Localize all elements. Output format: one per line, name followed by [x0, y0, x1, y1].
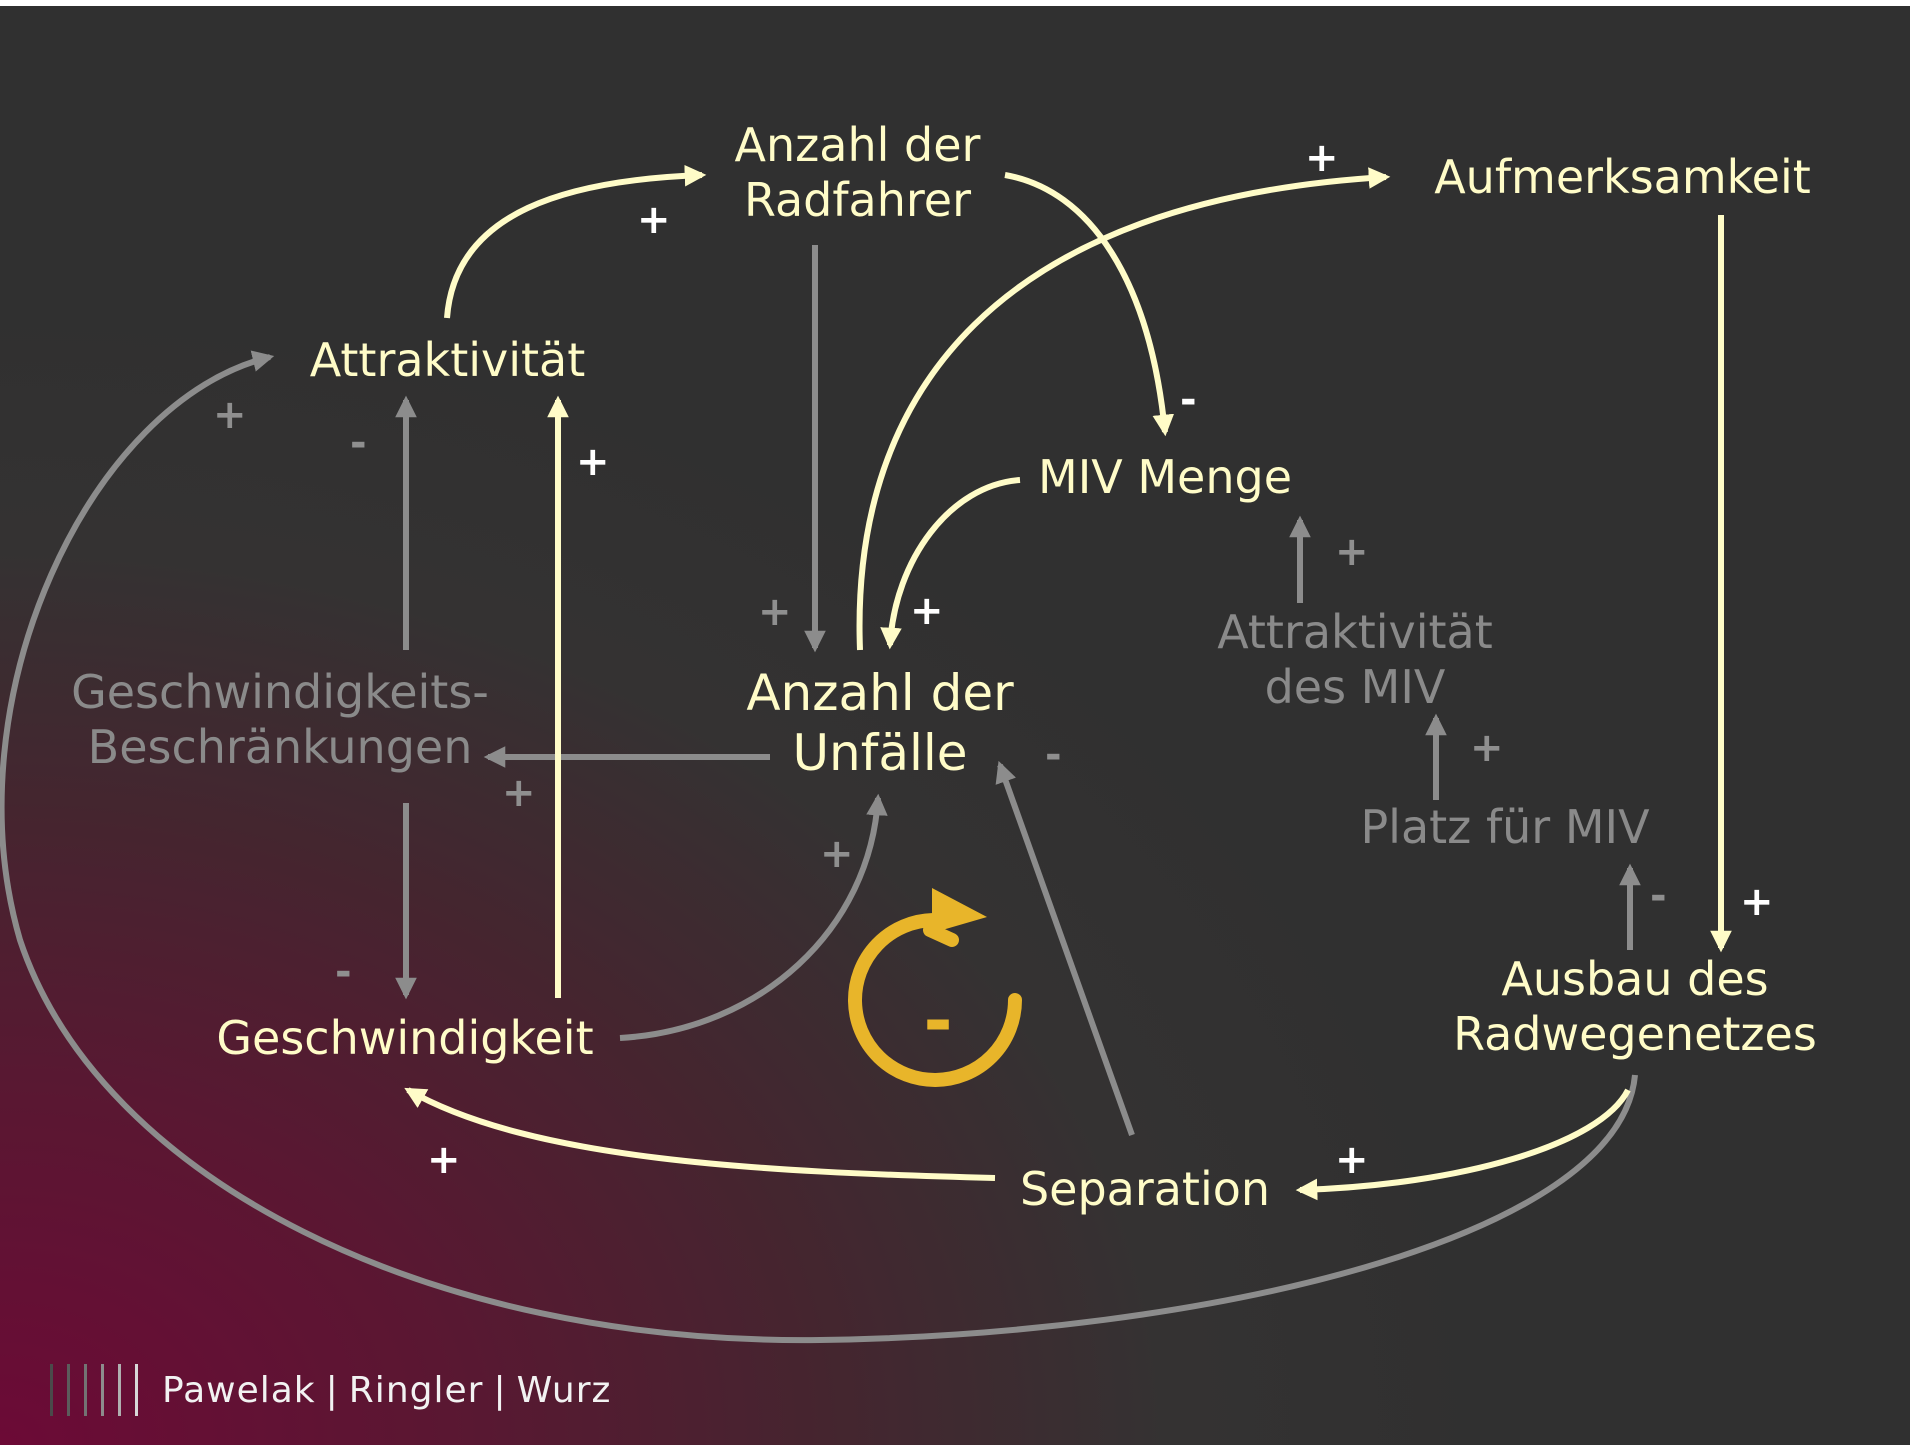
edge-ausbau-to-separation — [1295, 1088, 1631, 1201]
footer-bars-logo — [50, 1364, 138, 1416]
edge-separation-to-unfaelle — [995, 760, 1135, 1137]
node-anzahl-unfaelle-line2: Unfälle — [792, 724, 968, 782]
sign-beschraenkungen-geschwindigkeit: - — [335, 949, 352, 995]
sign-ausbau-separation: + — [1335, 1137, 1369, 1183]
sign-beschraenkungen-attraktivitaet: - — [350, 420, 367, 466]
sign-radfahrer-unfaelle: + — [758, 589, 792, 635]
sign-geschwindigkeit-unfaelle: + — [820, 831, 854, 877]
node-geschwindigkeit-label: Geschwindigkeit — [216, 1011, 594, 1065]
edge-attraktivitaet-to-radfahrer — [444, 164, 707, 319]
footer-authors: Pawelak|Ringler|Wurz — [162, 1370, 611, 1411]
footer-author-1: Pawelak — [162, 1369, 316, 1411]
sign-separation-unfaelle: - — [1045, 732, 1062, 778]
loop-sign: - — [923, 980, 952, 1062]
node-anzahl-unfaelle-line1: Anzahl der — [746, 664, 1014, 722]
node-platz-miv-label: Platz für MIV — [1360, 800, 1650, 854]
sign-geschwindigkeit-attraktivitaet: + — [576, 439, 610, 485]
edge-geschwindigkeit-to-unfaelle — [619, 793, 888, 1041]
node-anzahl-radfahrer: Anzahl der Radfahrer — [720, 118, 995, 228]
edge-separation-to-geschwindigkeit — [404, 1087, 996, 1181]
node-platz-miv: Platz für MIV — [1340, 800, 1670, 855]
node-attraktivitaet-miv-line1: Attraktivität — [1217, 605, 1493, 659]
node-geschwindigkeits-beschraenkungen: Geschwindigkeits- Beschränkungen — [55, 665, 505, 775]
edge-radfahrer-to-mivmenge — [1004, 172, 1175, 437]
sign-separation-geschwindigkeit: + — [427, 1137, 461, 1183]
footer: Pawelak|Ringler|Wurz — [50, 1362, 611, 1418]
sign-ausbau-platz: - — [1650, 873, 1667, 919]
sign-radfahrer-miv: - — [1180, 377, 1197, 423]
node-attraktivitaet-miv-line2: des MIV — [1264, 660, 1446, 715]
node-geschwindigkeit: Geschwindigkeit — [200, 1011, 610, 1066]
footer-author-2: Ringler — [348, 1369, 484, 1411]
sign-mivmenge-unfaelle: + — [910, 588, 944, 634]
sign-unfaelle-beschraenkungen: + — [502, 770, 536, 816]
sign-attr-radfahrer: + — [637, 197, 671, 243]
node-attraktivitaet-label: Attraktivität — [309, 333, 586, 387]
edge-unfaelle-to-aufmerksamkeit — [856, 167, 1391, 651]
node-attraktivitaet: Attraktivität — [285, 333, 610, 388]
sign-ausbau-attraktivitaet: + — [213, 392, 247, 438]
edge-ausbau-to-attraktivitaet — [0, 350, 1638, 1344]
node-attraktivitaet-miv: Attraktivität des MIV — [1200, 605, 1510, 715]
node-aufmerksamkeit: Aufmerksamkeit — [1420, 150, 1825, 205]
node-anzahl-unfaelle: Anzahl der Unfälle — [730, 663, 1030, 783]
node-ausbau-line2: Radwegenetzes — [1453, 1007, 1817, 1062]
sign-attrmiv-mivmenge: + — [1335, 529, 1369, 575]
balancing-loop-icon: - — [848, 888, 1022, 1087]
node-anzahl-radfahrer-line2: Radfahrer — [744, 173, 971, 228]
node-anzahl-radfahrer-line1: Anzahl der — [734, 118, 981, 172]
node-separation-label: Separation — [1019, 1162, 1271, 1216]
node-ausbau-radwegenetz: Ausbau des Radwegenetzes — [1435, 952, 1835, 1062]
footer-separator-2: | — [493, 1369, 507, 1411]
node-ausbau-line1: Ausbau des — [1501, 952, 1769, 1006]
node-miv-menge: MIV Menge — [1025, 450, 1305, 505]
edge-mivmenge-to-unfaelle — [880, 477, 1021, 650]
node-aufmerksamkeit-label: Aufmerksamkeit — [1434, 150, 1811, 204]
footer-author-3: Wurz — [516, 1369, 612, 1411]
sign-aufmerksamkeit-ausbau: + — [1740, 879, 1774, 925]
sign-platz-attrmiv: + — [1470, 725, 1504, 771]
node-beschraenkungen-line1: Geschwindigkeits- — [71, 665, 489, 719]
node-separation: Separation — [1010, 1162, 1280, 1217]
node-miv-menge-label: MIV Menge — [1038, 450, 1292, 504]
node-beschraenkungen-line2: Beschränkungen — [87, 720, 473, 775]
sign-unfaelle-aufmerksamkeit: + — [1305, 135, 1339, 181]
footer-separator-1: | — [325, 1369, 339, 1411]
